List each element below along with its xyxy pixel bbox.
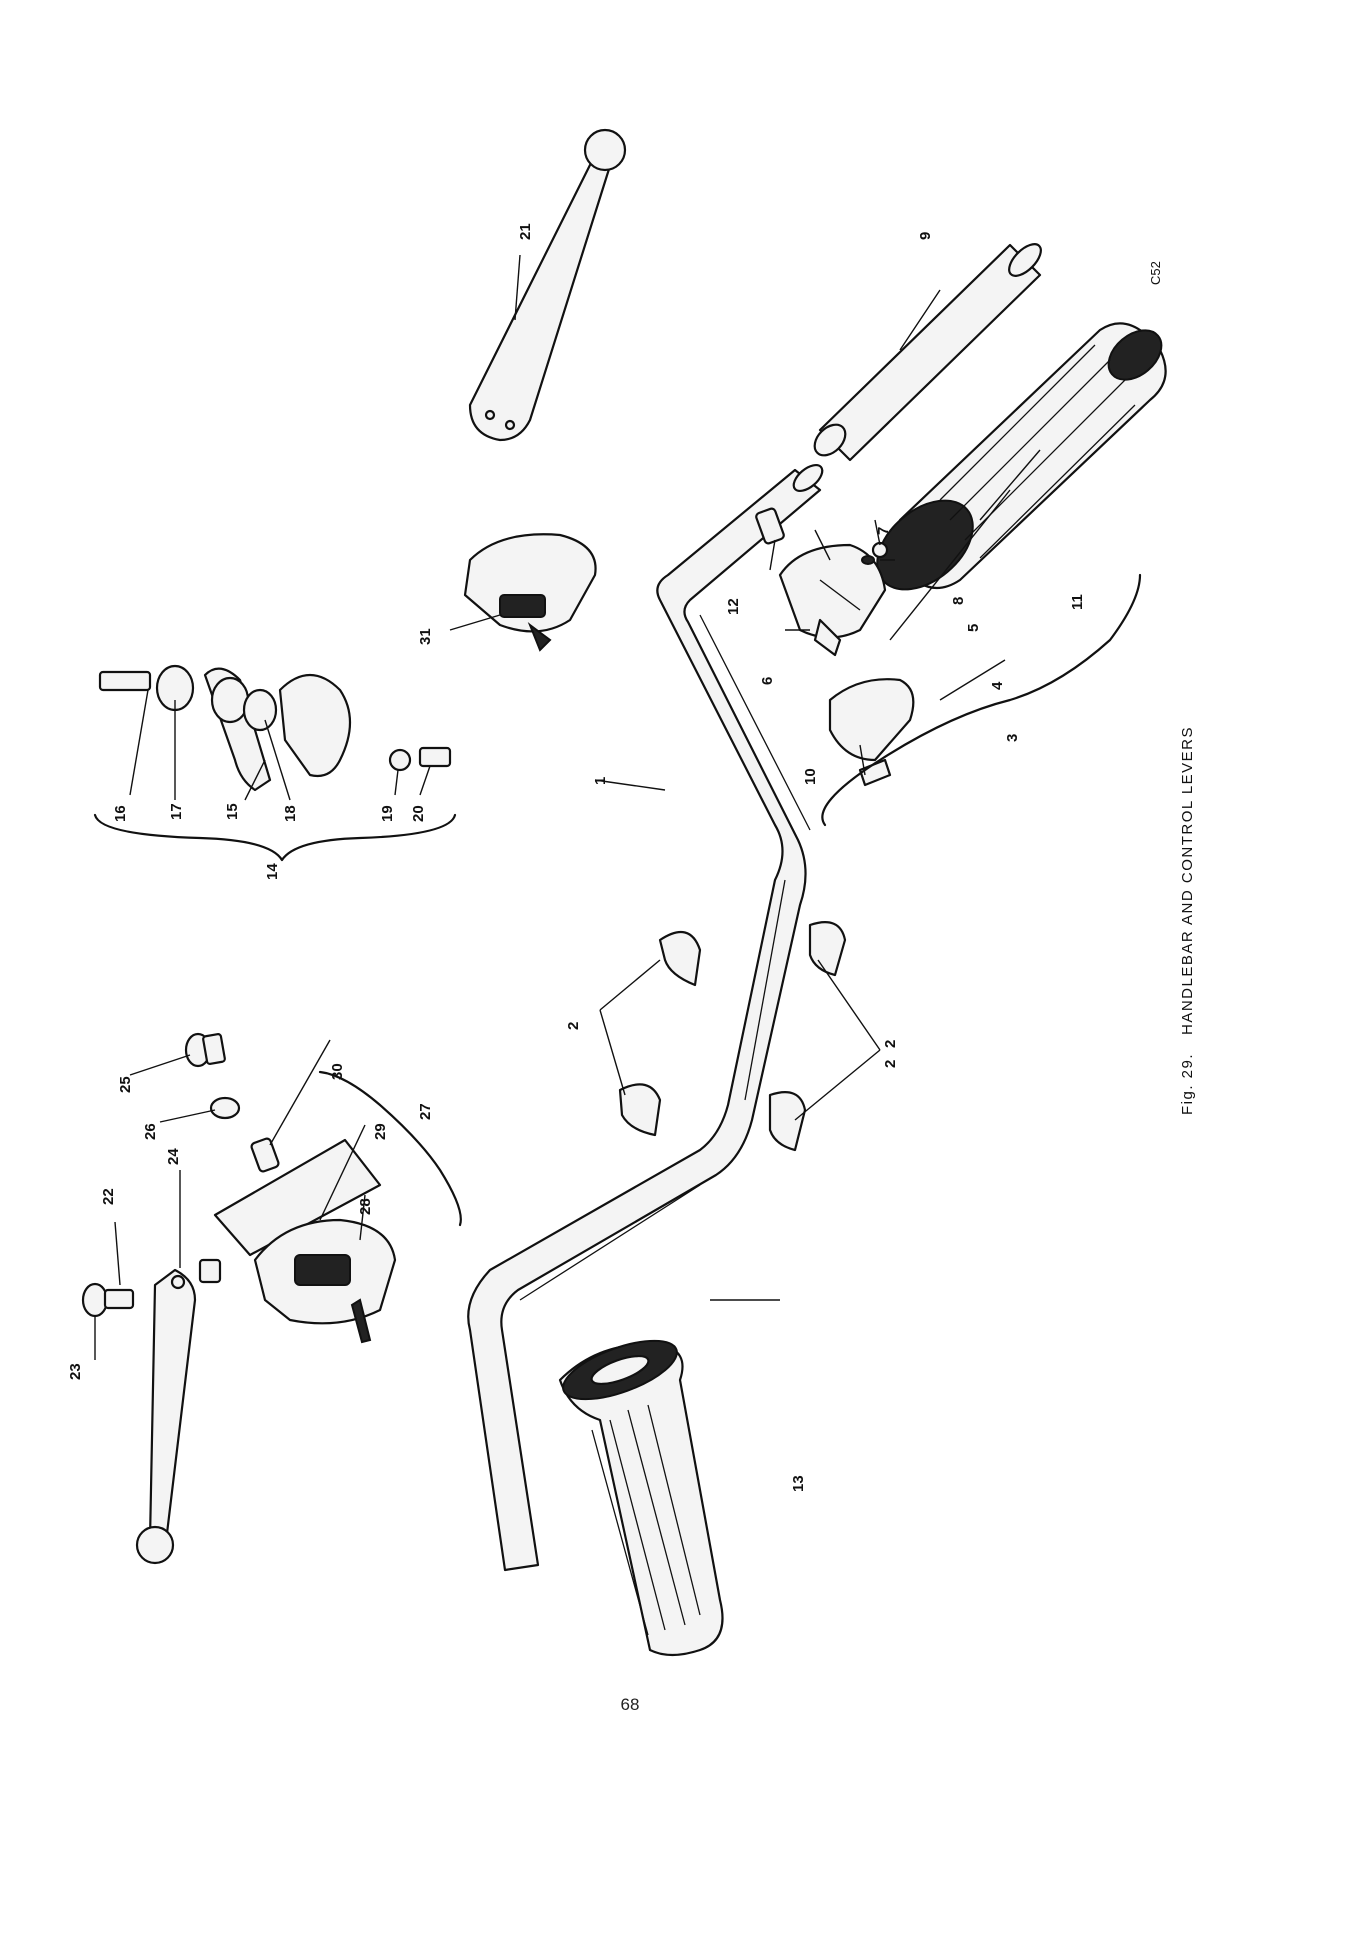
label-12: 12 [725, 598, 742, 615]
group-braces [93, 573, 1142, 1227]
label-3: 3 [1004, 734, 1021, 742]
label-24: 24 [165, 1148, 182, 1165]
label-16: 16 [112, 805, 129, 822]
label-2a: 2 [565, 1022, 582, 1030]
label-2b: 2 [882, 1060, 899, 1068]
label-9: 9 [917, 232, 934, 240]
figure-caption: Fig. 29. HANDLEBAR AND CONTROL LEVERS C5… [1148, 261, 1196, 1115]
label-4: 4 [989, 681, 1006, 690]
label-22: 22 [100, 1188, 117, 1205]
handlebar [467, 463, 824, 1572]
label-1: 1 [592, 777, 609, 785]
label-30: 30 [329, 1063, 346, 1080]
label-2c: 2 [882, 1040, 899, 1048]
label-13: 13 [790, 1475, 807, 1492]
left-grip [558, 1339, 724, 1657]
label-19: 19 [379, 805, 396, 822]
left-lever [135, 1268, 197, 1565]
label-28: 28 [357, 1198, 374, 1215]
part-number-labels: 1 2 2 2 3 4 5 6 7 8 9 10 11 12 13 14 15 … [67, 223, 1086, 1492]
clamp-halves [618, 921, 847, 1152]
label-8: 8 [950, 597, 967, 605]
throttle-sleeve [813, 243, 1042, 462]
figure-code: C52 [1148, 261, 1163, 285]
label-23: 23 [67, 1363, 84, 1380]
label-11: 11 [1069, 594, 1086, 610]
small-fasteners [81, 1032, 241, 1318]
left-control-clamp [213, 1137, 397, 1344]
label-18: 18 [282, 805, 299, 822]
label-25: 25 [117, 1076, 134, 1093]
caption-title: HANDLEBAR AND CONTROL LEVERS [1179, 726, 1196, 1035]
label-17: 17 [168, 803, 185, 820]
label-7: 7 [875, 527, 892, 535]
label-27: 27 [417, 1103, 434, 1120]
throttle-clamp [828, 678, 915, 787]
right-lever [468, 128, 627, 442]
throttle-housing [755, 507, 889, 657]
label-10: 10 [802, 768, 819, 785]
page-number: 68 [620, 1695, 640, 1714]
label-15: 15 [224, 803, 241, 820]
leader-lines [94, 254, 1041, 1360]
label-5: 5 [965, 624, 982, 632]
caption-prefix: Fig. 29. [1179, 1053, 1196, 1115]
label-20: 20 [410, 805, 427, 822]
label-31: 31 [417, 628, 434, 645]
label-29: 29 [372, 1123, 389, 1140]
label-26: 26 [142, 1123, 159, 1140]
switch-unit [463, 533, 597, 652]
label-14: 14 [264, 863, 281, 880]
lever-pivot-assembly [98, 664, 452, 792]
label-6: 6 [759, 677, 776, 685]
label-21: 21 [517, 223, 534, 240]
